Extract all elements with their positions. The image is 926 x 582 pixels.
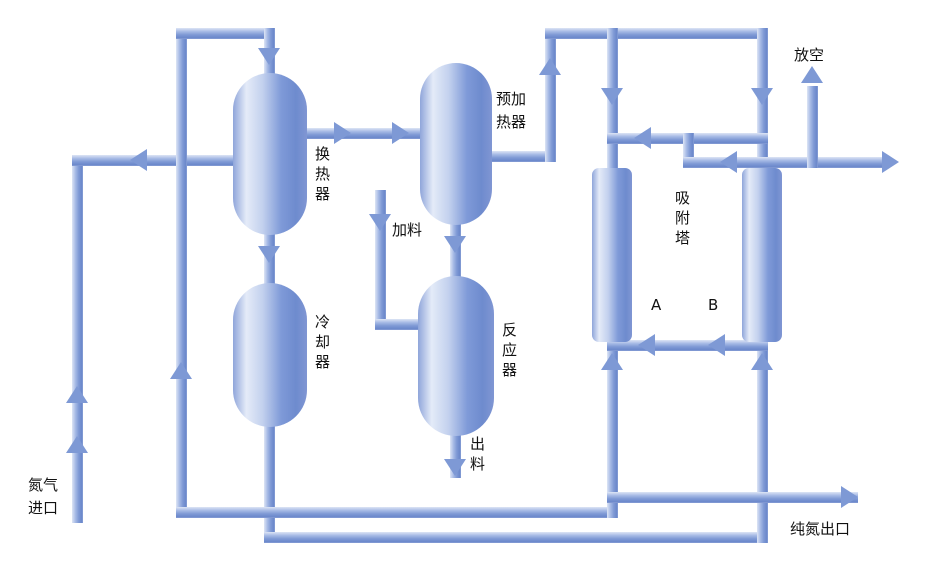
flow-arrow-down-icon [444, 459, 466, 476]
flow-arrow-down-icon [369, 214, 391, 231]
label-discharge: 出料 [468, 436, 486, 476]
pipe-bottom-header-upper [176, 507, 618, 518]
flow-arrow-right-icon [882, 151, 899, 173]
pipe-cooler-outlet-drop [264, 420, 275, 543]
label-preheater: 预加热器 [496, 90, 527, 131]
flow-arrow-right-icon [392, 122, 409, 144]
flow-arrow-up-icon [66, 436, 88, 453]
flow-arrow-right-icon [841, 486, 858, 508]
flow-arrow-up-icon [751, 353, 773, 370]
flow-arrow-left-icon [708, 334, 725, 356]
vessel-preheater [420, 63, 492, 225]
flow-arrow-down-icon [601, 88, 623, 105]
pipe-feed-vertical [375, 190, 386, 330]
flow-arrow-down-icon [751, 88, 773, 105]
pipe-vent-riser [807, 86, 818, 168]
pipe-manifold-riser [545, 28, 556, 162]
pipe-tower-a-bottom-drop [607, 342, 618, 518]
pipe-reactor-discharge [450, 430, 461, 478]
label-tower-a: A [651, 296, 662, 314]
label-reactor: 反应器 [500, 322, 518, 382]
vessel-adsorption-tower-b [742, 168, 782, 342]
pipe-heat-exchanger-top-run [176, 28, 275, 39]
pipe-crossover-vent-stub [683, 133, 694, 168]
pipe-feed-horizontal [375, 319, 424, 330]
vessel-adsorption-tower-a [592, 168, 632, 342]
pipe-pure-nitrogen-outlet [607, 492, 858, 503]
flow-arrow-up-icon [66, 386, 88, 403]
flow-arrow-down-icon [444, 236, 466, 253]
label-heat-exchanger: 换热器 [313, 146, 331, 206]
pipe-vent-header [683, 157, 888, 168]
pipe-heat-exchanger-left [72, 155, 240, 166]
flow-arrow-down-icon [258, 246, 280, 263]
label-pure-nitrogen-outlet: 纯氮出口 [790, 520, 851, 538]
pipe-nitrogen-inlet-riser [72, 155, 83, 523]
flow-arrow-down-icon [258, 48, 280, 65]
pipe-bottom-crossover [607, 340, 768, 351]
label-tower-b: B [708, 296, 719, 314]
flow-arrow-up-icon [170, 362, 192, 379]
vessel-cooler [233, 283, 307, 427]
label-feed: 加料 [392, 221, 423, 239]
label-adsorption-tower: 吸附塔 [673, 190, 691, 250]
pipe-preheater-side-run [486, 151, 556, 162]
pipe-recycle-riser [176, 28, 187, 518]
flow-arrow-left-icon [720, 151, 737, 173]
flow-arrow-up-icon [601, 353, 623, 370]
label-cooler: 冷却器 [313, 314, 331, 374]
pipe-exchanger-preheater [300, 128, 424, 139]
pipe-top-manifold [545, 28, 768, 39]
flow-arrow-left-icon [638, 334, 655, 356]
vessel-heat-exchanger [233, 73, 307, 235]
flow-arrow-up-icon [801, 66, 823, 83]
vessel-reactor [418, 276, 494, 436]
pipe-bottom-header-lower [264, 532, 768, 543]
flow-arrow-left-icon [130, 149, 147, 171]
label-vent: 放空 [794, 46, 825, 64]
flow-arrow-left-icon [634, 127, 651, 149]
flow-arrow-up-icon [539, 58, 561, 75]
label-nitrogen-inlet: 氮气进口 [28, 476, 59, 517]
flow-arrow-right-icon [334, 122, 351, 144]
pipe-tower-b-bottom-drop [757, 342, 768, 543]
